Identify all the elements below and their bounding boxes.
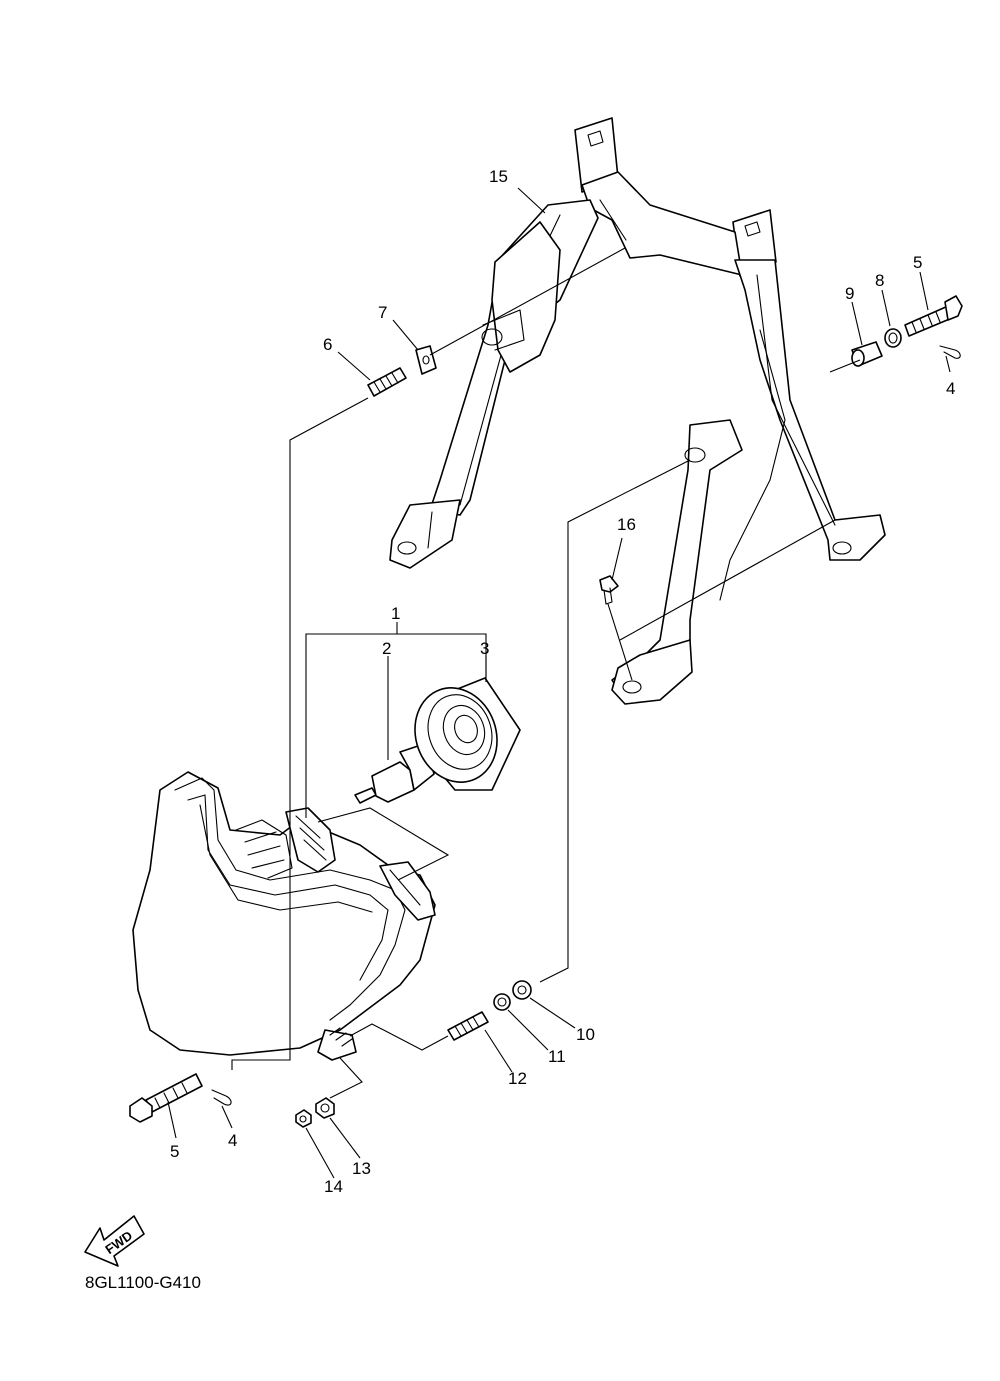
adjuster-spring-upper bbox=[367, 367, 407, 397]
bolt-lower bbox=[129, 1073, 203, 1123]
headlight-bracket bbox=[389, 117, 886, 705]
callout-16: 16 bbox=[617, 515, 636, 534]
callout-7: 7 bbox=[378, 303, 387, 322]
adjuster-spring-lower bbox=[447, 1011, 489, 1041]
callout-4-lower: 4 bbox=[228, 1131, 237, 1150]
clip-nut bbox=[415, 345, 437, 375]
callouts: 1 2 3 4 4 5 5 6 7 8 9 10 11 12 13 14 15 … bbox=[170, 167, 955, 1196]
nut-13 bbox=[315, 1097, 335, 1119]
callout-12: 12 bbox=[508, 1069, 527, 1088]
forward-arrow-icon: FWD bbox=[84, 1215, 145, 1267]
callout-5-lower: 5 bbox=[170, 1142, 179, 1161]
callout-10: 10 bbox=[576, 1025, 595, 1044]
callout-9: 9 bbox=[845, 284, 854, 303]
split-pin-upper bbox=[939, 345, 961, 359]
callout-11: 11 bbox=[548, 1047, 566, 1066]
callout-1: 1 bbox=[391, 604, 400, 623]
washer-11 bbox=[493, 993, 511, 1011]
collar bbox=[851, 341, 883, 367]
bolt-upper bbox=[904, 295, 963, 337]
callout-14: 14 bbox=[324, 1177, 343, 1196]
nut-10 bbox=[512, 980, 532, 1000]
leader-lines bbox=[167, 187, 951, 1179]
nut-14 bbox=[295, 1109, 312, 1128]
split-pin-lower bbox=[211, 1089, 232, 1106]
callout-4-upper: 4 bbox=[946, 379, 955, 398]
diagram-code: 8GL1100-G410 bbox=[85, 1273, 201, 1292]
socket-cover bbox=[414, 677, 521, 791]
callout-13: 13 bbox=[352, 1159, 371, 1178]
callout-2: 2 bbox=[382, 639, 391, 658]
callout-8: 8 bbox=[875, 271, 884, 290]
callout-5-upper: 5 bbox=[913, 253, 922, 272]
callout-6: 6 bbox=[323, 335, 332, 354]
washer bbox=[884, 328, 902, 348]
headlight-body bbox=[132, 771, 436, 1061]
callout-3: 3 bbox=[480, 639, 489, 658]
callout-15: 15 bbox=[489, 167, 508, 186]
push-rivet bbox=[599, 575, 619, 605]
